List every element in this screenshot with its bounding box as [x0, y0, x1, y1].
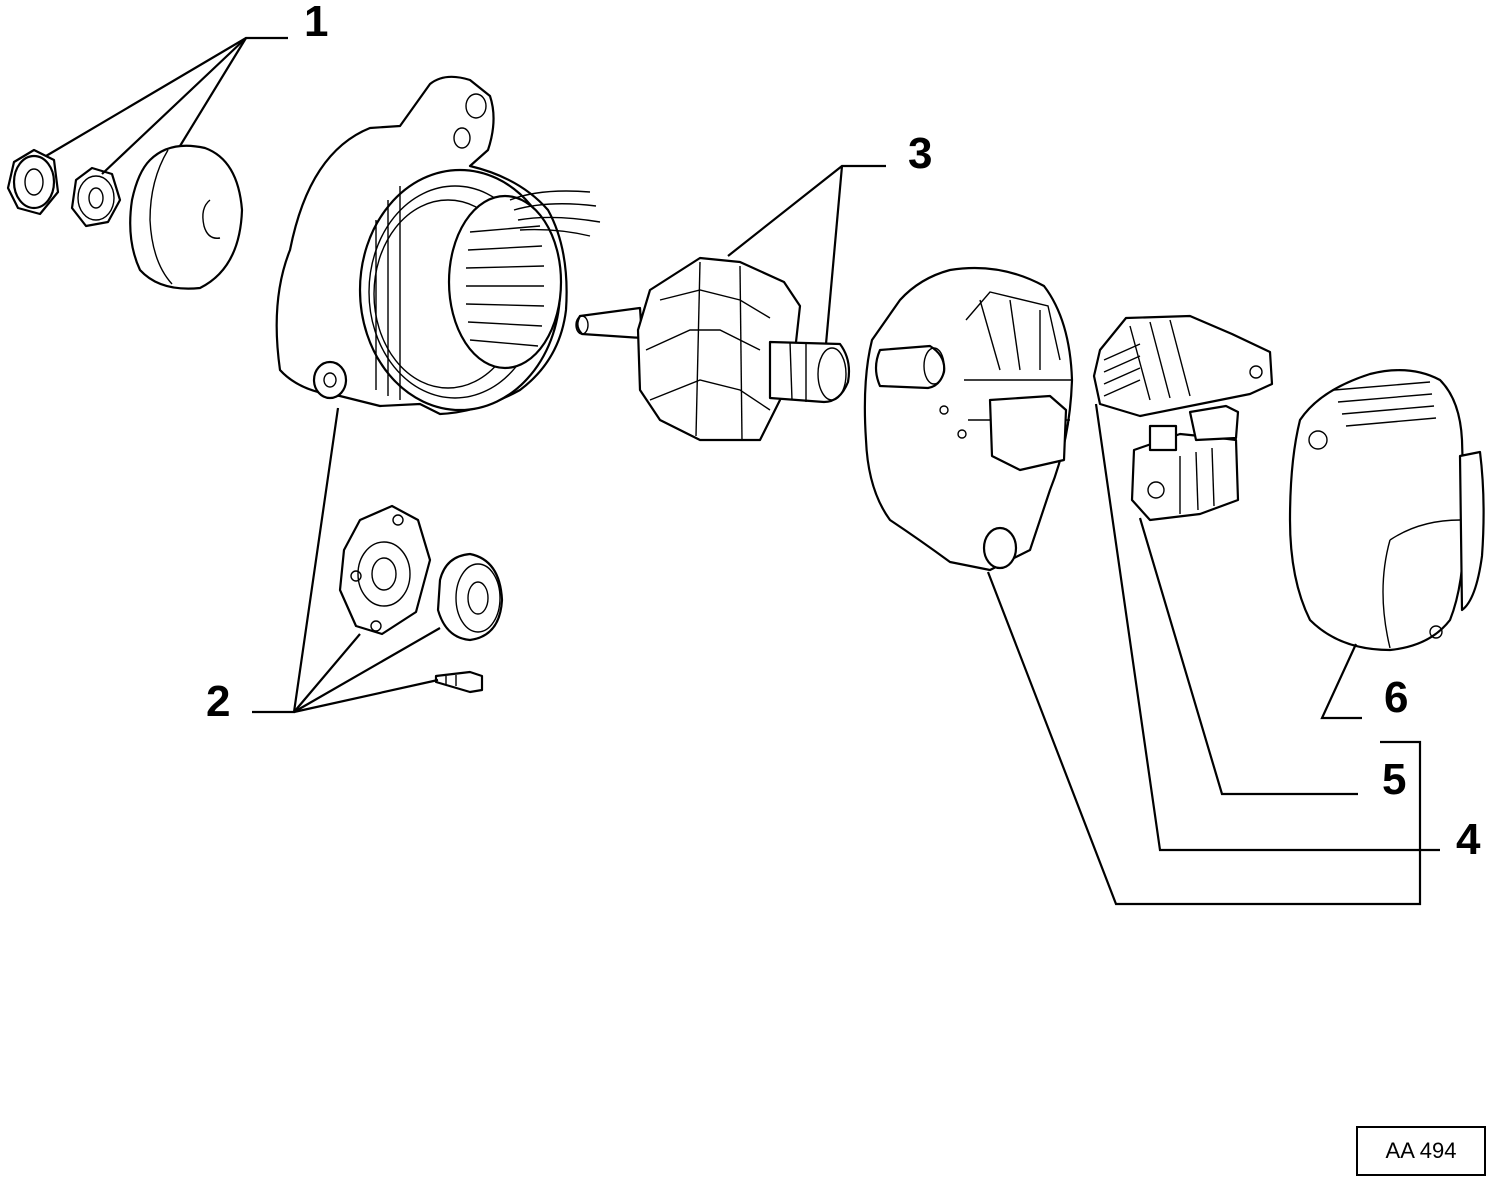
part-2-bearing-plate-bearing-screw — [338, 504, 504, 694]
part-3-rotor — [575, 256, 851, 442]
callout-6: 6 — [1384, 673, 1408, 722]
pulley — [129, 144, 244, 290]
callout-3: 3 — [908, 129, 932, 178]
part-4-rectifier-heatsink — [1092, 314, 1274, 418]
part-6-rear-cover — [1288, 369, 1485, 652]
hex-nut — [6, 148, 60, 216]
callout-1: 1 — [304, 0, 328, 46]
reference-code: AA 494 — [1385, 1138, 1457, 1163]
callout-2: 2 — [206, 677, 230, 726]
front-housing-stator — [275, 75, 601, 416]
leader-lines — [45, 36, 1440, 906]
part-1-nut-washer-pulley — [6, 144, 244, 290]
washer — [70, 166, 122, 228]
callout-4: 4 — [1456, 815, 1481, 864]
part-5-voltage-regulator — [1130, 404, 1240, 522]
callout-5: 5 — [1382, 755, 1406, 804]
reference-code-box: AA 494 — [1356, 1126, 1486, 1176]
part-4-rear-housing — [863, 266, 1074, 572]
